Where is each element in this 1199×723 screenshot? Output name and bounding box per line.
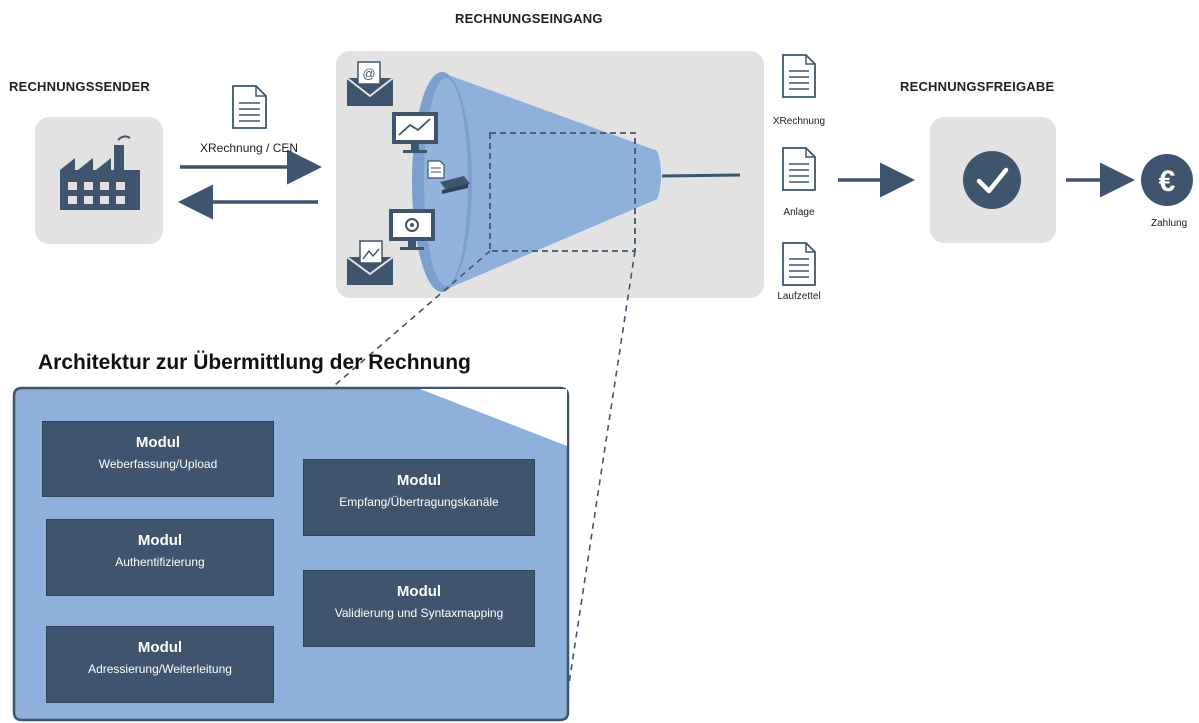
module-title: Modul [137, 639, 183, 656]
module-title: Modul [396, 472, 442, 489]
module-authentifizierung: Modul Authentifizierung [46, 519, 274, 596]
architecture-title: Architektur zur Übermittlung der Rechnun… [38, 351, 471, 374]
module-subtitle: Authentifizierung [115, 555, 205, 569]
monitor-chart-icon [392, 112, 438, 153]
approval-heading: RECHNUNGSFREIGABE [900, 79, 1055, 94]
module-subtitle: Adressierung/Weiterleitung [88, 662, 232, 676]
factory-icon [60, 135, 140, 210]
sender-heading: RECHNUNGSSENDER [9, 79, 150, 94]
funnel-tip [649, 150, 661, 200]
module-empfang: Modul Empfang/Übertragungskanäle [303, 459, 535, 536]
email-image-icon [346, 240, 394, 285]
architecture-panel-cutout [420, 389, 567, 446]
document-label-xrechnung: XRechnung [772, 116, 826, 127]
funnel-output-line [661, 173, 741, 178]
svg-text:€: € [1159, 165, 1176, 198]
sender-link-label: XRechnung / CEN [200, 141, 299, 155]
inbox-heading: RECHNUNGSEINGANG [455, 11, 603, 26]
zoom-line-left [334, 250, 491, 386]
check-circle-icon [963, 151, 1021, 209]
module-subtitle: Weberfassung/Upload [98, 457, 218, 471]
email-at-icon: @ [346, 61, 394, 106]
module-subtitle: Validierung und Syntaxmapping [334, 606, 504, 620]
document-icon [232, 85, 267, 129]
module-validierung: Modul Validierung und Syntaxmapping [303, 570, 535, 647]
zoom-frame [489, 132, 636, 252]
document-label-anlage: Anlage [783, 207, 815, 218]
module-title: Modul [137, 532, 183, 549]
document-icon [782, 147, 816, 191]
module-title: Modul [135, 434, 181, 451]
document-icon [782, 242, 816, 286]
module-title: Modul [396, 583, 442, 600]
euro-circle-icon: € [1141, 154, 1193, 206]
module-weberfassung: Modul Weberfassung/Upload [42, 421, 274, 497]
module-adressierung: Modul Adressierung/Weiterleitung [46, 626, 274, 703]
module-subtitle: Empfang/Übertragungskanäle [339, 495, 499, 509]
funnel-cone [440, 72, 655, 292]
document-label-laufzettel: Laufzettel [777, 291, 821, 302]
scanner-icon [427, 160, 470, 194]
monitor-gear-icon [389, 209, 435, 250]
payment-label: Zahlung [1151, 218, 1188, 229]
svg-text:@: @ [362, 66, 375, 81]
zoom-line-right [567, 250, 636, 691]
document-icon [782, 54, 816, 98]
